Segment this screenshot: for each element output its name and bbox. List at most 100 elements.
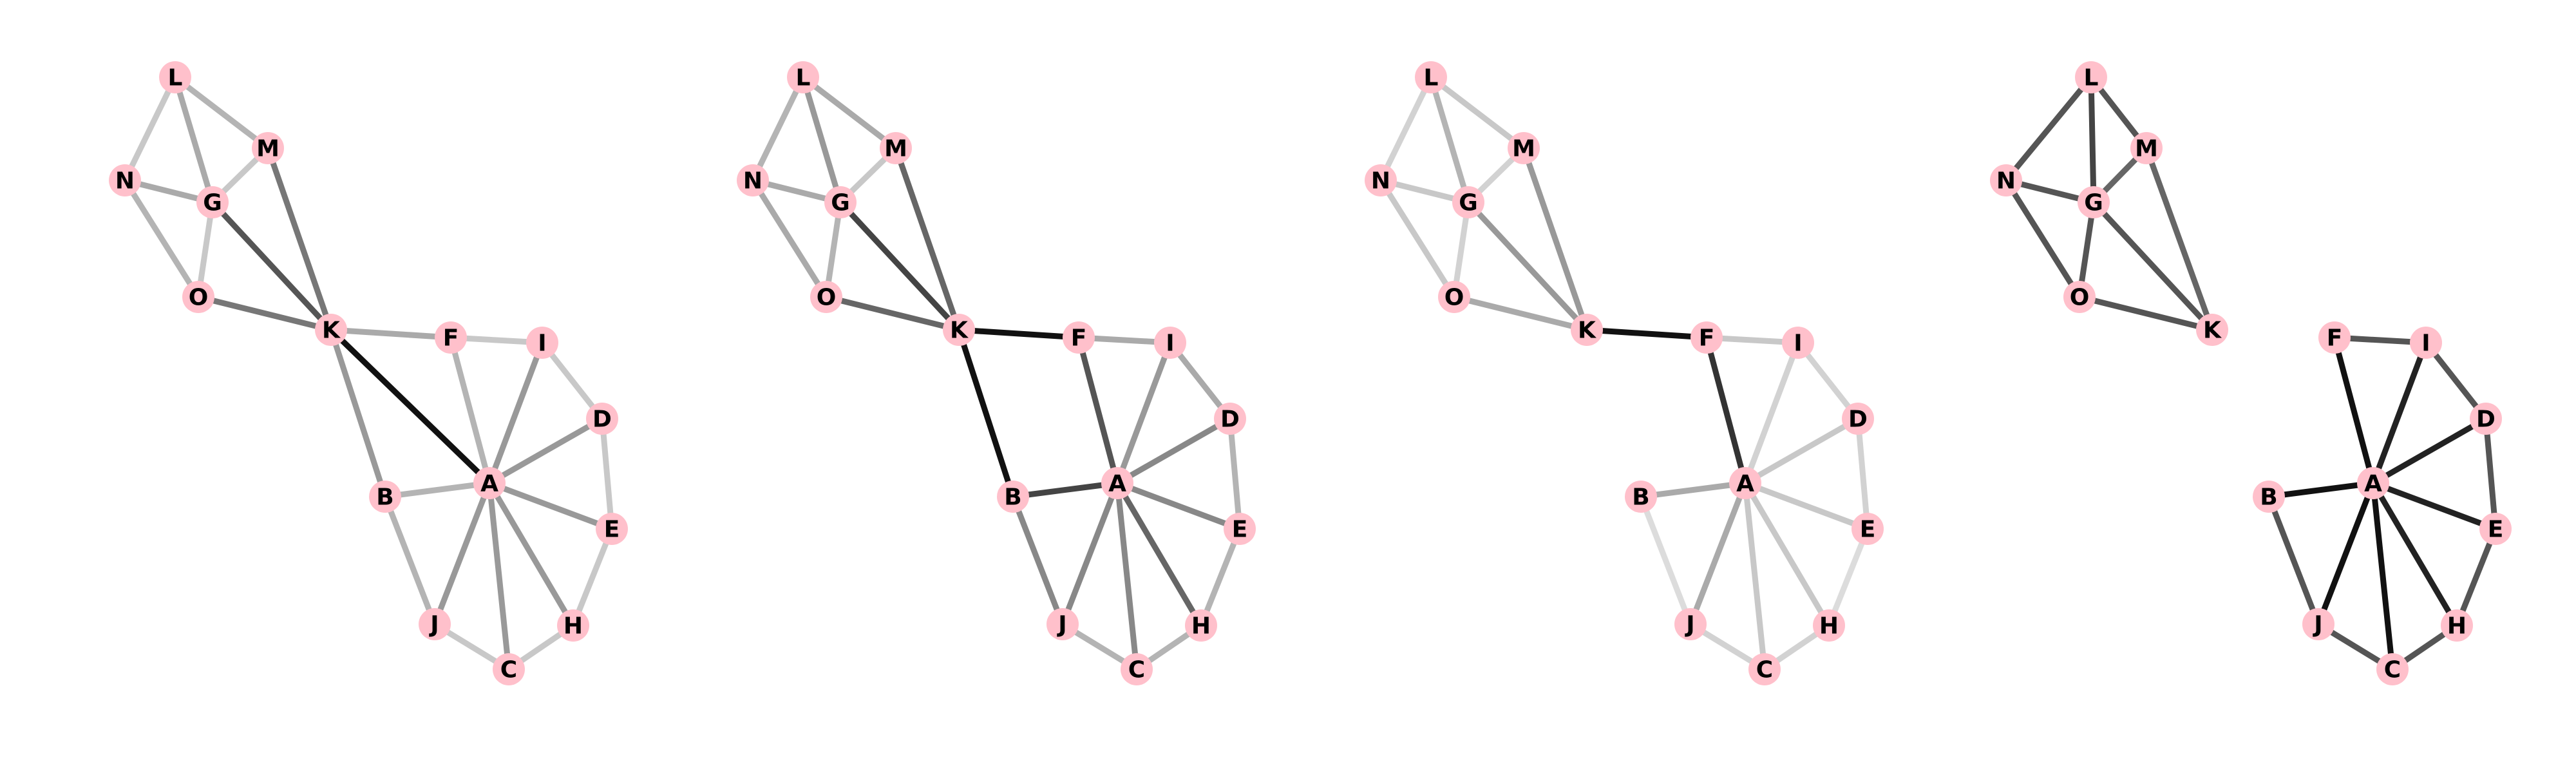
edge-d-a [2370, 415, 2489, 486]
edge-l-n [2003, 74, 2094, 184]
node-h: H [1813, 609, 1845, 642]
node-j: J [1674, 608, 1707, 640]
edge-m-k [2143, 145, 2215, 333]
node-label: L [2084, 65, 2099, 91]
node-circle [252, 132, 284, 164]
node-circle [1625, 481, 1657, 513]
node-label: M [1512, 136, 1535, 162]
edge-c-a [1742, 480, 1768, 673]
node-c: C [493, 653, 525, 685]
node-f: F [1063, 321, 1095, 354]
node-circle [1990, 164, 2022, 196]
edge-c-a [2370, 480, 2396, 673]
node-h: H [2441, 609, 2473, 642]
edge-b-a [2266, 480, 2376, 500]
edge-h-a [2370, 480, 2460, 629]
edge-f-a [2331, 334, 2376, 486]
node-circle [1185, 609, 1217, 642]
node-m: M [1508, 132, 1540, 164]
node-h: H [1185, 609, 1217, 642]
node-circle [596, 513, 628, 545]
node-n: N [737, 164, 769, 196]
edge-l-m [1428, 74, 1527, 151]
node-label: F [443, 325, 459, 352]
node-circle [1571, 314, 1603, 346]
node-circle [1748, 653, 1781, 685]
node-n: N [1990, 164, 2022, 196]
edge-b-a [1010, 480, 1121, 500]
edge-f-a [448, 334, 493, 486]
node-label: J [1684, 612, 1694, 638]
node-circle [1508, 132, 1540, 164]
node-o: O [810, 281, 842, 313]
node-circle [369, 481, 401, 513]
node-label: D [592, 406, 612, 433]
node-label: C [1756, 657, 1773, 683]
node-circle [435, 321, 467, 354]
node-label: E [2488, 517, 2504, 543]
node-circle [2479, 513, 2512, 545]
node-c: C [2376, 653, 2409, 685]
node-circle [1438, 281, 1470, 313]
node-label: C [2384, 657, 2401, 683]
node-label: M [256, 136, 279, 162]
node-label: N [743, 168, 762, 195]
node-label: B [376, 484, 393, 511]
node-d: D [2470, 403, 2502, 435]
node-label: F [1071, 325, 1087, 352]
node-e: E [596, 513, 628, 545]
node-circle [1224, 513, 1256, 545]
node-a: A [2357, 467, 2389, 499]
node-label: C [1128, 657, 1145, 683]
node-a: A [1729, 467, 1761, 499]
edge-layer [750, 74, 1243, 673]
node-label: H [1191, 613, 1211, 640]
node-label: G [2084, 190, 2103, 216]
edge-b-a [1638, 480, 1748, 500]
edge-d-e [1227, 415, 1243, 532]
node-l: L [1415, 61, 1447, 93]
edge-j-a [431, 480, 493, 627]
edge-i-a [1742, 339, 1801, 486]
node-m: M [880, 132, 912, 164]
edge-i-a [2370, 339, 2429, 486]
node-k: K [1571, 314, 1603, 346]
edge-j-a [2315, 480, 2376, 627]
node-circle [1690, 321, 1723, 354]
node-circle [2470, 403, 2502, 435]
node-b: B [997, 481, 1029, 513]
node-label: G [1459, 190, 1478, 216]
node-circle [1121, 653, 1153, 685]
edge-c-a [486, 480, 512, 673]
node-circle [1415, 61, 1447, 93]
node-circle [2196, 314, 2228, 346]
node-circle [2357, 467, 2389, 499]
node-circle [1101, 467, 1133, 499]
node-circle [824, 186, 857, 218]
node-label: C [500, 657, 517, 683]
edge-i-d [1795, 339, 1861, 422]
node-i: I [526, 327, 558, 359]
node-circle [2318, 321, 2351, 354]
node-label: O [2070, 285, 2090, 311]
node-label: M [2135, 136, 2158, 162]
edge-g-k [1465, 199, 1590, 333]
edge-c-a [1114, 480, 1140, 673]
node-circle [1063, 321, 1095, 354]
edge-n-o [1378, 177, 1457, 300]
node-label: E [1232, 517, 1248, 543]
node-circle [2441, 609, 2473, 642]
node-circle [1782, 327, 1814, 359]
edge-e-h [570, 526, 615, 629]
edge-layer [1378, 74, 1871, 673]
node-circle [2078, 186, 2110, 218]
node-label: B [1004, 484, 1021, 511]
edge-n-o [122, 177, 202, 300]
node-circle [586, 403, 618, 435]
node-label: K [950, 318, 969, 344]
node-label: A [1736, 471, 1754, 497]
